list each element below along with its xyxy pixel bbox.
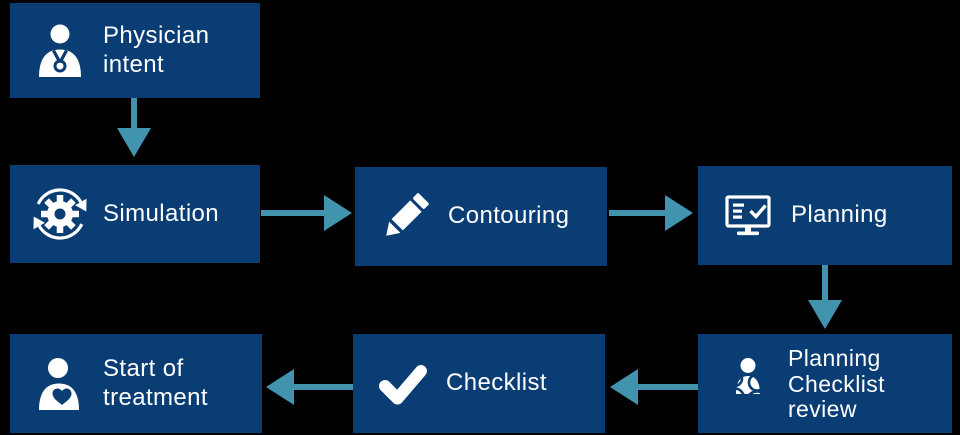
node-label: Checklist <box>446 369 547 397</box>
node-physician-intent: Physician intent <box>10 3 260 98</box>
people-group-icon <box>720 356 776 412</box>
arrow-right-head <box>324 195 352 231</box>
arrow-right-head <box>665 195 693 231</box>
arrow-stem <box>822 265 828 301</box>
arrow-down-head <box>117 128 151 157</box>
arrow-down-head <box>808 300 842 329</box>
arrow-left-head <box>610 369 638 405</box>
patient-heart-icon <box>32 356 88 412</box>
node-label: Physician intent <box>103 22 210 78</box>
monitor-checklist-icon <box>720 188 776 244</box>
arrow-stem <box>261 210 325 216</box>
arrow-stem <box>131 98 137 129</box>
node-simulation: Simulation <box>10 165 260 263</box>
node-label: Start of treatment <box>103 355 208 411</box>
checkmark-icon <box>375 356 431 412</box>
simulation-sync-gear-icon <box>32 186 88 242</box>
node-checklist: Checklist <box>353 334 605 433</box>
pencil-icon <box>377 189 433 245</box>
physician-icon <box>32 23 88 79</box>
node-planning: Planning <box>698 166 952 265</box>
arrow-stem <box>293 384 353 390</box>
arrow-stem <box>609 210 666 216</box>
node-label: Simulation <box>103 199 220 227</box>
node-planning-checklist-review: Planning Checklist review <box>698 334 952 433</box>
arrow-left-head <box>266 369 294 405</box>
arrow-stem <box>637 384 698 390</box>
node-label: Contouring <box>448 202 570 230</box>
node-label: Planning Checklist review <box>788 344 885 423</box>
node-start-of-treatment: Start of treatment <box>10 334 262 433</box>
node-label: Planning <box>791 201 888 229</box>
node-contouring: Contouring <box>355 167 607 266</box>
